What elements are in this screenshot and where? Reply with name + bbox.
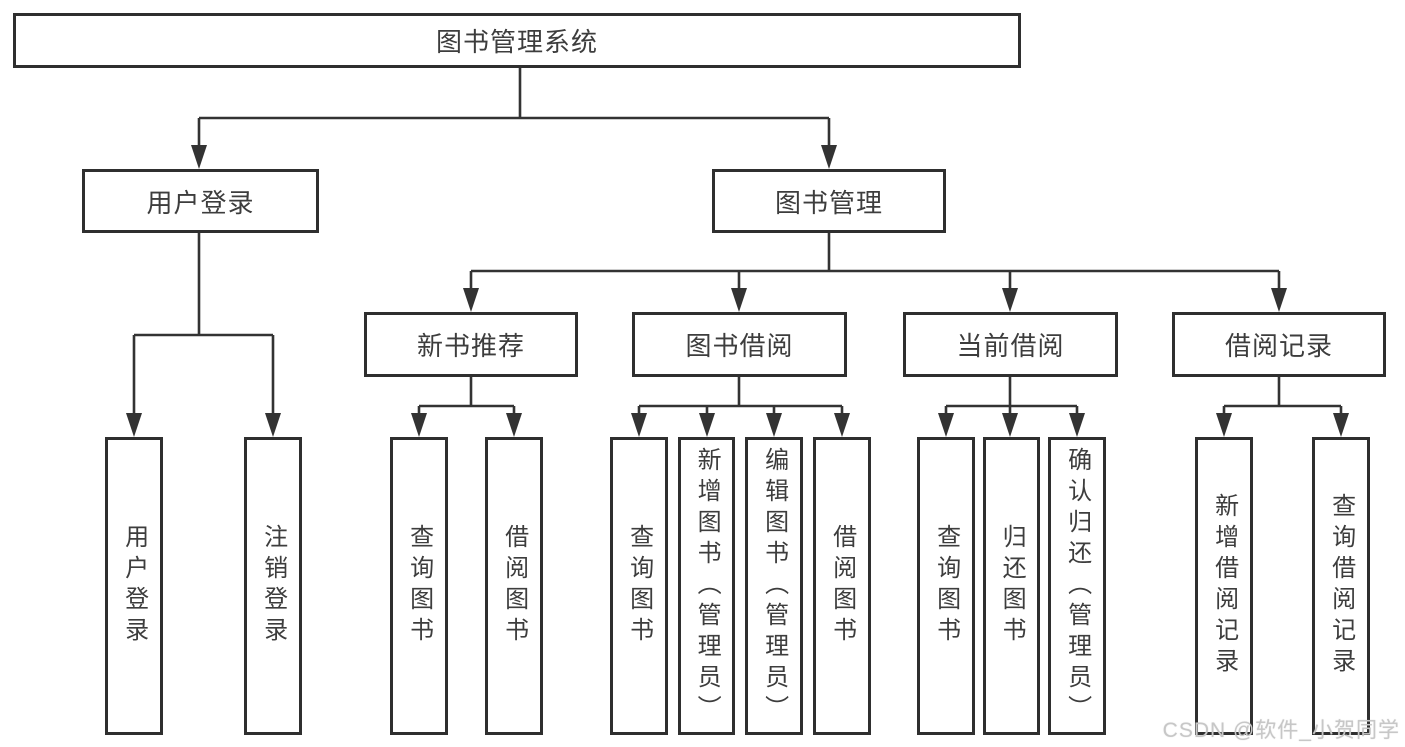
node-label: 新增借阅记录 <box>1210 493 1238 679</box>
arrowhead-icon <box>938 413 954 437</box>
node-label: 用户登录 <box>120 524 148 648</box>
node-label: 新书推荐 <box>416 331 525 361</box>
arrowhead-icon <box>1002 288 1018 312</box>
node-borrow-records: 借阅记录 <box>1172 312 1386 377</box>
node-label: 查询图书 <box>932 524 960 648</box>
node-label: 图书管理 <box>774 187 883 218</box>
node-label: 查询借阅记录 <box>1327 493 1355 679</box>
leaf-borrow-query-books: 查询图书 <box>610 437 668 735</box>
arrowhead-icon <box>1271 288 1287 312</box>
leaf-newbook-query-books: 查询图书 <box>390 437 448 735</box>
arrowhead-icon <box>834 413 850 437</box>
node-label: 图书管理系统 <box>435 27 598 57</box>
node-book-management: 图书管理 <box>712 169 946 233</box>
node-label: 注销登录 <box>259 524 287 648</box>
arrowhead-icon <box>265 413 281 437</box>
arrowhead-icon <box>1069 413 1085 437</box>
leaf-current-query-books: 查询图书 <box>917 437 975 735</box>
leaf-current-confirm-return-admin: 确认归还（管理员） <box>1048 437 1106 735</box>
leaf-records-query-record: 查询借阅记录 <box>1312 437 1370 735</box>
connector-bookborrow-to-leaves <box>631 377 850 437</box>
arrowhead-icon <box>506 413 522 437</box>
arrowhead-icon <box>699 413 715 437</box>
node-label: 图书借阅 <box>685 331 794 361</box>
node-user-login-group: 用户登录 <box>82 169 319 233</box>
node-label: 用户登录 <box>146 187 255 218</box>
node-label: 编辑图书（管理员） <box>760 446 788 726</box>
connector-borrowrecords-to-leaves <box>1216 377 1349 437</box>
node-label: 新增图书（管理员） <box>693 446 721 726</box>
arrowhead-icon <box>1002 413 1018 437</box>
node-new-book-recommend: 新书推荐 <box>364 312 578 377</box>
node-current-borrow: 当前借阅 <box>903 312 1118 377</box>
connector-bookmgmt-to-level3 <box>463 233 1287 312</box>
leaf-newbook-borrow-books: 借阅图书 <box>485 437 543 735</box>
leaf-user-login: 用户登录 <box>105 437 163 735</box>
node-book-borrow: 图书借阅 <box>632 312 847 377</box>
node-library-system: 图书管理系统 <box>13 13 1021 68</box>
arrowhead-icon <box>411 413 427 437</box>
arrowhead-icon <box>191 145 207 169</box>
leaf-current-return-books: 归还图书 <box>983 437 1040 735</box>
csdn-watermark: CSDN @软件_小贺同学 <box>1162 719 1400 742</box>
connector-newbook-to-leaves <box>411 377 522 437</box>
arrowhead-icon <box>766 413 782 437</box>
connector-currentborrow-to-leaves <box>938 377 1085 437</box>
arrowhead-icon <box>126 413 142 437</box>
node-label: 借阅图书 <box>500 524 528 648</box>
node-label: 当前借阅 <box>956 331 1065 361</box>
connector-root-to-level2 <box>191 68 837 169</box>
leaf-borrow-edit-books-admin: 编辑图书（管理员） <box>745 437 803 735</box>
node-label: 借阅记录 <box>1224 331 1333 361</box>
arrowhead-icon <box>463 288 479 312</box>
leaf-logout: 注销登录 <box>244 437 302 735</box>
arrowhead-icon <box>1216 413 1232 437</box>
arrowhead-icon <box>821 145 837 169</box>
arrowhead-icon <box>731 288 747 312</box>
arrowhead-icon <box>631 413 647 437</box>
arrowhead-icon <box>1333 413 1349 437</box>
node-label: 借阅图书 <box>828 524 856 648</box>
node-label: 确认归还（管理员） <box>1063 446 1091 726</box>
node-label: 归还图书 <box>998 524 1026 648</box>
leaf-borrow-add-books-admin: 新增图书（管理员） <box>678 437 735 735</box>
leaf-borrow-borrow-books: 借阅图书 <box>813 437 871 735</box>
node-label: 查询图书 <box>625 524 653 648</box>
node-label: 查询图书 <box>405 524 433 648</box>
connector-userlogin-to-leaves <box>126 233 281 437</box>
leaf-records-add-record: 新增借阅记录 <box>1195 437 1253 735</box>
